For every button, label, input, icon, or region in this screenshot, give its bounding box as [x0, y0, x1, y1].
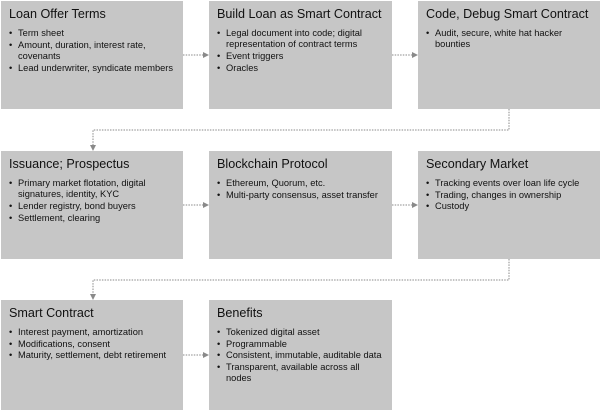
bullet-item: Transparent, available across all nodes [217, 362, 385, 384]
arrowhead-icon [203, 352, 209, 358]
bullet-item: Tracking events over loan life cycle [426, 178, 593, 189]
bullet-list: Audit, secure, white hat hacker bounties [426, 28, 593, 50]
bullet-item: Ethereum, Quorum, etc. [217, 178, 385, 189]
arrowhead-icon [90, 145, 96, 151]
bullet-item: Interest payment, amortization [9, 327, 176, 338]
bullet-item: Primary market flotation, digital signat… [9, 178, 176, 200]
bullet-list: Term sheet Amount, duration, interest ra… [9, 28, 176, 74]
box-secondary-market: Secondary Market Tracking events over lo… [418, 151, 600, 259]
bullet-item: Settlement, clearing [9, 213, 176, 224]
bullet-list: Tokenized digital asset Programmable Con… [217, 327, 385, 385]
bullet-item: Maturity, settlement, debt retirement [9, 350, 176, 361]
box-build-loan-smart-contract: Build Loan as Smart Contract Legal docum… [209, 1, 392, 109]
arrow-connector [92, 109, 510, 145]
bullet-list: Interest payment, amortization Modificat… [9, 327, 176, 362]
bullet-list: Legal document into code; digital repres… [217, 28, 385, 74]
bullet-item: Tokenized digital asset [217, 327, 385, 338]
box-title: Smart Contract [9, 306, 94, 320]
bullet-item: Lead underwriter, syndicate members [9, 63, 176, 74]
arrowhead-icon [203, 52, 209, 58]
box-title: Loan Offer Terms [9, 7, 106, 21]
bullet-item: Legal document into code; digital repres… [217, 28, 385, 50]
bullet-item: Modifications, consent [9, 339, 176, 350]
bullet-list: Ethereum, Quorum, etc. Multi-party conse… [217, 178, 385, 201]
bullet-item: Event triggers [217, 51, 385, 62]
box-loan-offer-terms: Loan Offer Terms Term sheet Amount, dura… [1, 1, 183, 109]
bullet-list: Tracking events over loan life cycle Tra… [426, 178, 593, 213]
box-code-debug-smart-contract: Code, Debug Smart Contract Audit, secure… [418, 1, 600, 109]
box-title: Code, Debug Smart Contract [426, 7, 589, 21]
box-title: Secondary Market [426, 157, 529, 171]
arrowhead-icon [90, 294, 96, 300]
box-title: Benefits [217, 306, 263, 320]
arrowhead-icon [203, 202, 209, 208]
box-title: Blockchain Protocol [217, 157, 328, 171]
bullet-item: Trading, changes in ownership [426, 190, 593, 201]
arrowhead-icon [412, 202, 418, 208]
box-smart-contract: Smart Contract Interest payment, amortiz… [1, 300, 183, 410]
bullet-list: Primary market flotation, digital signat… [9, 178, 176, 224]
box-title: Issuance; Prospectus [9, 157, 130, 171]
bullet-item: Lender registry, bond buyers [9, 201, 176, 212]
box-title: Build Loan as Smart Contract [217, 7, 382, 21]
box-blockchain-protocol: Blockchain Protocol Ethereum, Quorum, et… [209, 151, 392, 259]
bullet-item: Custody [426, 201, 593, 212]
bullet-item: Audit, secure, white hat hacker bounties [426, 28, 593, 50]
bullet-item: Oracles [217, 63, 385, 74]
arrow-connector [92, 259, 510, 294]
bullet-item: Multi-party consensus, asset transfer [217, 190, 385, 201]
bullet-item: Amount, duration, interest rate, covenan… [9, 40, 176, 62]
bullet-item: Consistent, immutable, auditable data [217, 350, 385, 361]
bullet-item: Term sheet [9, 28, 176, 39]
bullet-item: Programmable [217, 339, 385, 350]
box-benefits: Benefits Tokenized digital asset Program… [209, 300, 392, 410]
box-issuance-prospectus: Issuance; Prospectus Primary market flot… [1, 151, 183, 259]
arrowhead-icon [412, 52, 418, 58]
